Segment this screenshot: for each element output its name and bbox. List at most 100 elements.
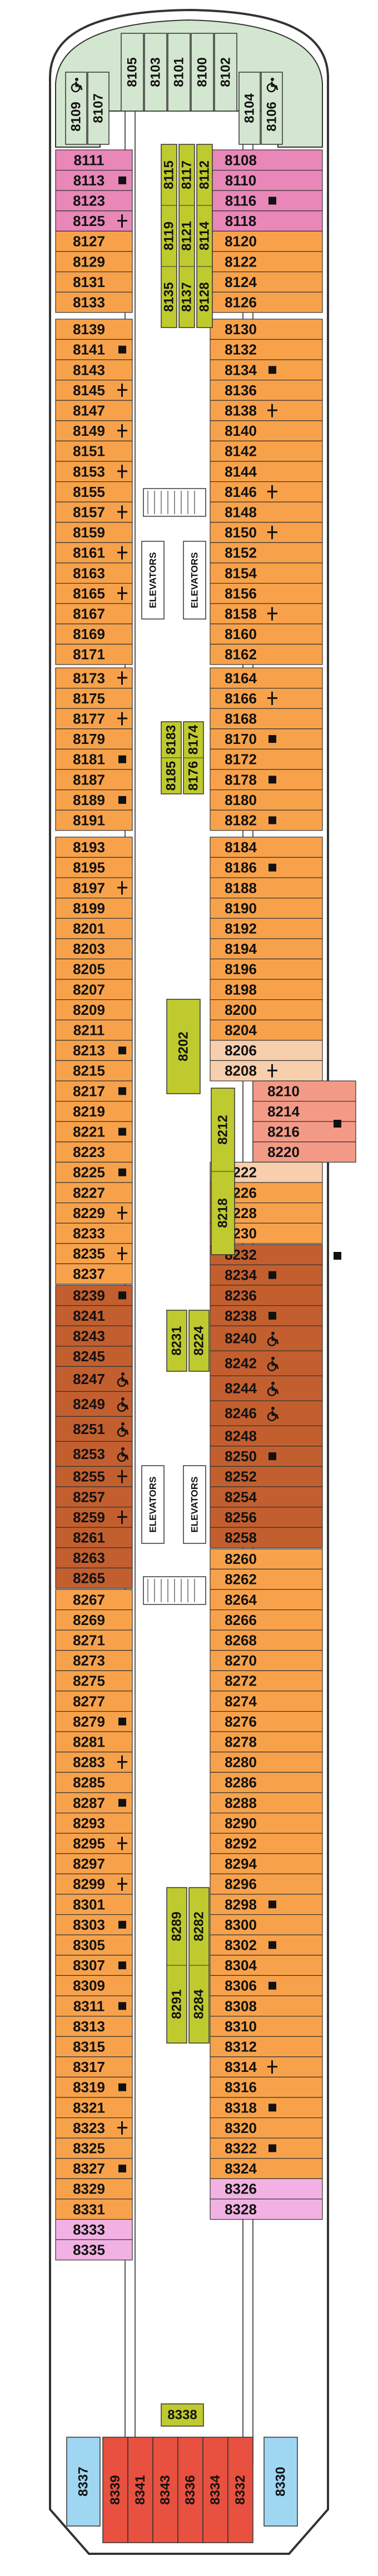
cabin-8201 (55, 918, 133, 939)
cabin-number-8186: 8186 (225, 859, 257, 876)
cabin-number-8315: 8315 (73, 2039, 105, 2055)
cabin-number-8120: 8120 (225, 233, 257, 250)
cabin-8266 (210, 1609, 323, 1631)
cabin-number-8182: 8182 (225, 812, 257, 829)
cabin-number-8311: 8311 (73, 1998, 105, 2014)
cabin-number-8326: 8326 (225, 2181, 257, 2197)
center-cabin-block (178, 144, 195, 328)
cabin-8107 (87, 72, 110, 145)
cabin-8301 (55, 1894, 133, 1915)
connecting-square-icon (118, 176, 126, 184)
cabin-8257 (55, 1486, 133, 1508)
cabin-number-8274: 8274 (225, 1693, 257, 1709)
cabin-8166 (210, 687, 323, 709)
elevator-bank-left (141, 1465, 165, 1544)
cabin-number-8105: 8105 (125, 57, 140, 87)
cabin-8191 (55, 809, 133, 831)
cabin-number-8220: 8220 (267, 1144, 300, 1160)
connecting-square-icon (118, 1920, 126, 1929)
cabin-number-8111: 8111 (74, 152, 105, 168)
cabin-number-8197: 8197 (73, 879, 105, 896)
bed-icon (267, 2060, 277, 2074)
cabin-8104 (238, 72, 261, 145)
cabin-number-8276: 8276 (225, 1713, 257, 1730)
cabin-number-8154: 8154 (225, 565, 257, 581)
cabin-number-8335: 8335 (73, 2242, 105, 2258)
bed-icon (117, 586, 127, 600)
cabin-8327 (55, 2158, 133, 2180)
center-cabin-block (161, 144, 177, 328)
bed-icon (117, 712, 127, 726)
cabin-number-8305: 8305 (73, 1937, 105, 1954)
cabin-8252 (210, 1466, 323, 1487)
cabin-number-8330: 8330 (273, 2467, 289, 2496)
cabin-8206 (210, 1040, 323, 1061)
cabin-number-8308: 8308 (225, 1998, 257, 2014)
cabin-8343 (152, 2437, 178, 2543)
cabin-number-8110: 8110 (225, 172, 256, 189)
connecting-square-icon (268, 1452, 276, 1461)
cabin-8314 (210, 2056, 323, 2078)
cabin-number-8209: 8209 (73, 1002, 105, 1018)
cabin-8325 (55, 2137, 133, 2159)
cabin-number-8269: 8269 (73, 1612, 105, 1628)
cabin-number-8284: 8284 (192, 1989, 207, 2019)
cabin-number-8240: 8240 (225, 1330, 257, 1347)
cabin-8210 (252, 1080, 356, 1102)
cabin-number-8146: 8146 (225, 484, 257, 500)
cabin-number-8164: 8164 (225, 670, 257, 686)
cabin-number-8246: 8246 (225, 1405, 257, 1422)
cabin-number-8300: 8300 (225, 1916, 257, 1933)
cabin-number-8309: 8309 (73, 1978, 105, 1994)
cabin-number-8207: 8207 (73, 981, 105, 998)
bed-icon (117, 1837, 127, 1850)
bed-icon (117, 546, 127, 560)
cabin-8167 (55, 603, 133, 625)
cabin-number-8235: 8235 (73, 1245, 105, 1262)
cabin-number-8320: 8320 (225, 2120, 257, 2136)
cabin-8156 (210, 582, 323, 604)
cabin-8293 (55, 1813, 133, 1834)
wheelchair-icon (117, 1422, 129, 1437)
cabin-8270 (210, 1650, 323, 1672)
cabin-number-8283: 8283 (73, 1754, 105, 1770)
cabin-number-8113: 8113 (73, 172, 105, 189)
cabin-8242 (210, 1350, 323, 1376)
cabin-8123 (55, 190, 133, 212)
cabin-number-8157: 8157 (73, 504, 105, 521)
cabin-8131 (55, 271, 133, 293)
cabin-number-8126: 8126 (225, 294, 257, 311)
cabin-number-8324: 8324 (225, 2160, 257, 2177)
cabin-number-8167: 8167 (73, 606, 105, 622)
cabin-number-8255: 8255 (73, 1468, 105, 1485)
cabin-number-8318: 8318 (225, 2099, 257, 2116)
cabin-8326 (210, 2178, 323, 2200)
cabin-8332 (227, 2437, 253, 2543)
connecting-square-icon (118, 1961, 126, 1970)
cabin-8328 (210, 2198, 323, 2220)
bed-icon (117, 1206, 127, 1220)
cabin-8298 (210, 1894, 323, 1915)
cabin-number-8265: 8265 (73, 1570, 105, 1587)
connecting-square-icon (268, 735, 276, 743)
cabin-number-8257: 8257 (73, 1488, 105, 1505)
cabin-8320 (210, 2117, 323, 2139)
bed-icon (117, 1755, 127, 1769)
cabin-8234 (210, 1264, 323, 1286)
cabin-number-8119: 8119 (162, 222, 177, 250)
cabin-number-8275: 8275 (73, 1673, 105, 1689)
cabin-number-8152: 8152 (225, 545, 257, 561)
cabin-number-8302: 8302 (225, 1937, 257, 1954)
bed-icon (117, 1470, 127, 1483)
cabin-number-8221: 8221 (73, 1124, 105, 1140)
cabin-number-8329: 8329 (73, 2181, 105, 2197)
cabin-8219 (55, 1100, 133, 1122)
bed-icon (117, 881, 127, 895)
cabin-number-8258: 8258 (225, 1530, 257, 1546)
cabin-8233 (55, 1222, 133, 1244)
cabin-8333 (55, 2219, 133, 2240)
cabin-number-8132: 8132 (225, 341, 257, 358)
bed-icon (117, 383, 127, 397)
bed-icon (117, 505, 127, 519)
